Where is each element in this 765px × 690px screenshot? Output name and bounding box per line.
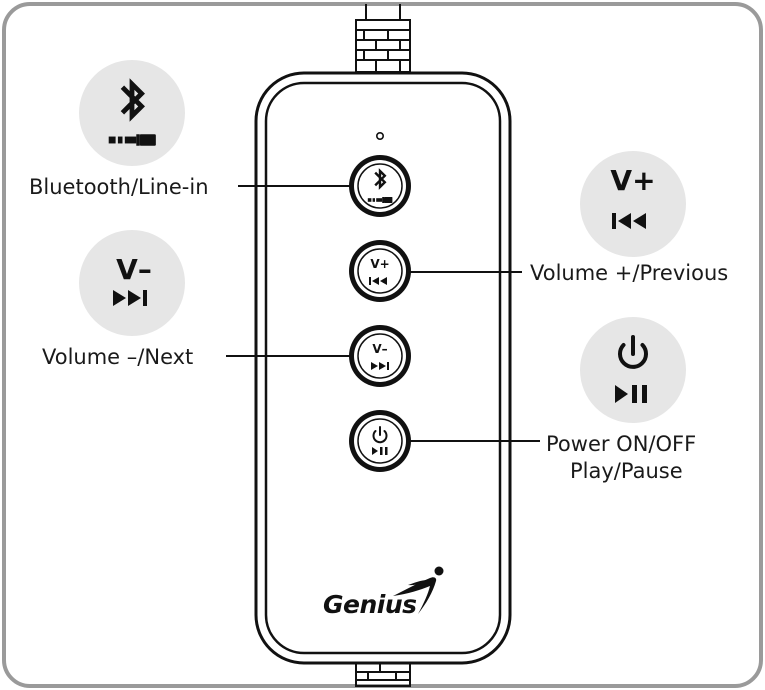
vol-down-glyph: V– [372, 342, 387, 356]
bluetooth-line-in-label: Bluetooth/Line-in [29, 175, 209, 199]
genius-logo-figure [393, 566, 444, 614]
power-play-pause-button[interactable] [349, 410, 411, 472]
play-pause-label: Play/Pause [570, 459, 683, 483]
volume-down-next-label: Volume –/Next [42, 345, 194, 369]
volume-down-badge: V– [79, 230, 185, 336]
power-on-off-label: Power ON/OFF [546, 432, 697, 456]
play-pause-icon [615, 385, 647, 403]
next-track-icon [113, 290, 147, 306]
bluetooth-line-in-button[interactable] [349, 155, 411, 217]
previous-track-icon [369, 277, 387, 285]
vol-up-badge-glyph: V+ [610, 164, 655, 197]
next-track-icon [371, 362, 389, 370]
power-icon [372, 426, 388, 444]
volume-up-previous-button[interactable]: V+ [349, 240, 411, 302]
genius-brand-text: Genius [323, 590, 417, 619]
bluetooth-badge [79, 60, 185, 166]
power-icon [618, 335, 648, 369]
volume-down-next-button[interactable]: V– [349, 325, 411, 387]
vol-down-badge-glyph: V– [116, 253, 152, 286]
play-pause-icon [372, 447, 388, 455]
volume-up-previous-label: Volume +/Previous [530, 261, 729, 285]
led-indicator [375, 132, 384, 141]
volume-up-badge: V+ [580, 151, 686, 257]
power-badge [580, 317, 686, 423]
previous-track-icon [612, 213, 646, 229]
vol-up-glyph: V+ [370, 257, 389, 271]
leader-lines [226, 185, 540, 442]
